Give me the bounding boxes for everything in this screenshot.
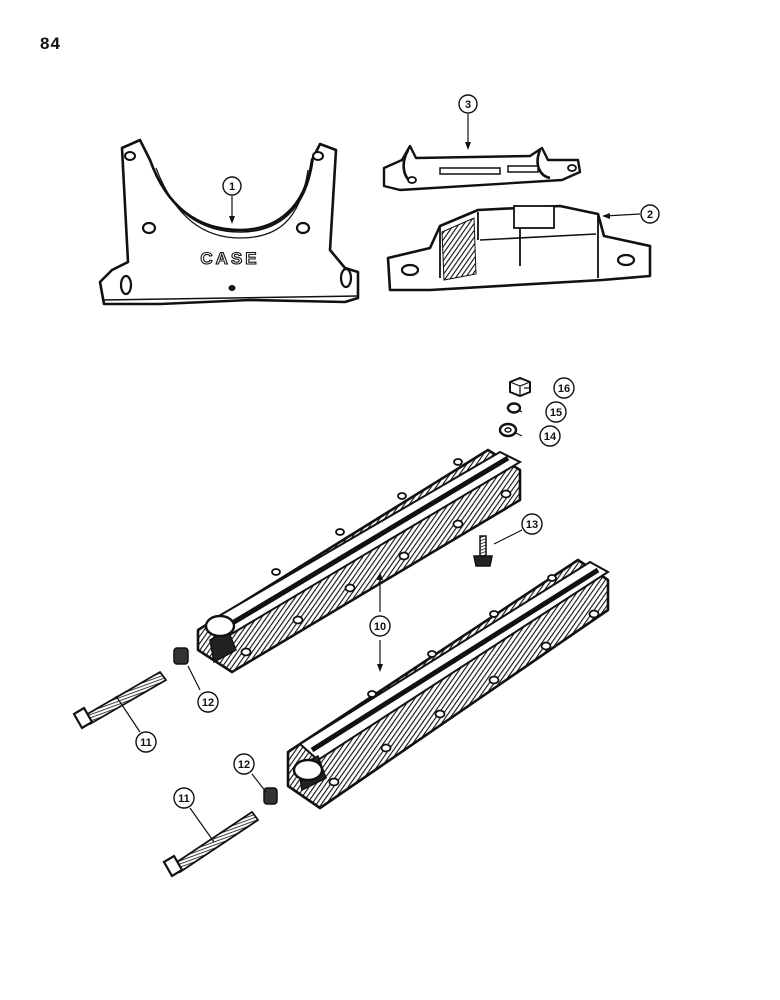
svg-text:1: 1: [229, 181, 235, 193]
svg-text:16: 16: [558, 383, 570, 395]
callout-13: 13: [521, 513, 543, 535]
svg-text:13: 13: [526, 519, 538, 531]
spacer-lower: [263, 787, 278, 805]
bolt-lower: [162, 810, 260, 878]
callout-10: 10: [369, 615, 391, 637]
svg-text:15: 15: [550, 407, 562, 419]
callout-16: 16: [553, 377, 575, 399]
bolt-upper: [72, 670, 168, 730]
callout-12-lower: 12: [233, 753, 255, 775]
svg-text:10: 10: [374, 621, 386, 633]
callout-11-upper: 11: [135, 731, 157, 753]
callout-14: 14: [539, 425, 561, 447]
callout-1: 1: [222, 176, 242, 196]
front-mount-bracket: CASE: [98, 138, 360, 306]
callout-15: 15: [545, 401, 567, 423]
svg-text:2: 2: [647, 209, 653, 221]
svg-text:3: 3: [465, 99, 471, 111]
svg-text:11: 11: [140, 737, 152, 749]
callout-12-upper: 12: [197, 691, 219, 713]
page-number: 84: [40, 34, 61, 53]
hex-nut: [509, 376, 531, 398]
cap-screw: [473, 535, 493, 567]
svg-text:11: 11: [178, 793, 190, 805]
flat-washer: [498, 422, 518, 438]
leader-arrowheads: [229, 142, 610, 672]
callout-2: 2: [640, 204, 660, 224]
callout-11-lower: 11: [173, 787, 195, 809]
svg-text:14: 14: [544, 431, 557, 443]
rear-mount-lower: [386, 204, 652, 292]
rail-upper: [196, 448, 523, 674]
svg-text:12: 12: [238, 759, 250, 771]
rear-mount-upper: [382, 144, 582, 192]
spacer-upper: [173, 647, 189, 665]
lock-washer: [506, 402, 522, 414]
casting-text: CASE: [200, 249, 259, 268]
rail-lower: [286, 558, 610, 810]
svg-text:12: 12: [202, 697, 214, 709]
callout-3: 3: [458, 94, 478, 114]
